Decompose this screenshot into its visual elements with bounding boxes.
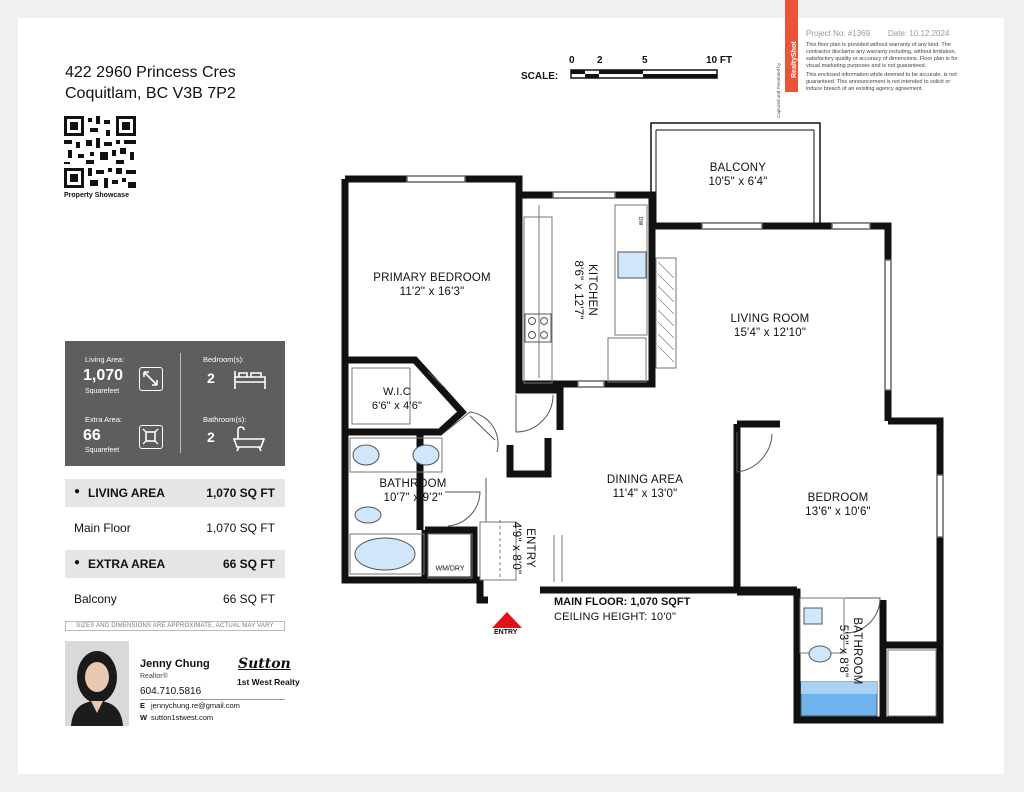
- brand-bar: [785, 0, 798, 92]
- bathtub-icon: [232, 426, 266, 452]
- main-floor-value: 1,070 SQ FT: [206, 521, 275, 535]
- disclaimer-1: This floor plan is provided without warr…: [806, 42, 958, 69]
- bedrooms-value: 2: [207, 370, 215, 386]
- scale-tick-2: 2: [597, 55, 603, 66]
- scale-tick-0: 0: [569, 55, 575, 66]
- sizes-disclaimer: SIZES AND DIMENSIONS ARE APPROXIMATE, AC…: [65, 621, 285, 631]
- email-label: E: [140, 701, 146, 710]
- project-number: Project No: #1369: [806, 29, 871, 38]
- bathrooms-value: 2: [207, 429, 215, 445]
- living-area-title: LIVING AREA: [88, 486, 165, 500]
- living-area-unit: Squarefeet: [85, 388, 120, 395]
- living-area-label: Living Area:: [85, 355, 125, 364]
- agent-email[interactable]: jennychung.re@gmail.com: [151, 701, 240, 710]
- brokerage-logo: Sutton: [238, 656, 291, 672]
- main-floor-label: Main Floor: [74, 521, 131, 535]
- scale-bar: [570, 69, 718, 79]
- qr-caption: Property Showcase: [64, 192, 129, 199]
- extra-area-title: EXTRA AREA: [88, 557, 166, 571]
- ceiling-height-info: CEILING HEIGHT: 10'0": [554, 611, 677, 623]
- dishwasher-label: DW: [637, 216, 643, 226]
- entry-marker-label: ENTRY: [494, 629, 518, 636]
- living-area-value: 1,070: [83, 367, 124, 384]
- agent-title: Realtor®: [140, 673, 168, 680]
- stats-divider: [180, 353, 181, 453]
- agent-phone[interactable]: 604.710.5816: [140, 686, 202, 697]
- bathrooms-label: Bathroom(s):: [203, 415, 247, 424]
- extra-area-total: 66 SQ FT: [222, 557, 275, 571]
- extra-area-value: 66: [83, 427, 101, 444]
- web-label: W: [140, 713, 148, 722]
- main-floor-row: Main Floor 1,070 SQ FT: [65, 516, 285, 542]
- project-date: Date: 10.12.2024: [888, 29, 950, 38]
- agent-divider: [140, 699, 285, 700]
- address-line-2: Coquitlam, BC V3B 7P2: [65, 85, 236, 102]
- extra-area-unit: Squarefeet: [85, 447, 120, 454]
- entry-arrow-icon: [492, 612, 522, 628]
- balcony-value: 66 SQ FT: [222, 592, 275, 606]
- bedrooms-label: Bedroom(s):: [203, 355, 245, 364]
- brokerage-name: 1st West Realty: [237, 677, 300, 687]
- extra-area-label: Extra Area:: [85, 415, 123, 424]
- qr-code-icon[interactable]: [64, 116, 136, 188]
- agent-website[interactable]: sutton1stwest.com: [151, 713, 214, 722]
- balcony-label: Balcony: [74, 592, 117, 606]
- room-wm-dry: WM/DRY: [435, 565, 465, 573]
- extra-area-header: ● EXTRA AREA 66 SQ FT: [65, 550, 285, 578]
- balcony-row: Balcony 66 SQ FT: [65, 587, 285, 613]
- agent-photo: [65, 641, 129, 726]
- disclaimer-2: This enclosed information while deemed t…: [806, 72, 957, 92]
- agent-name: Jenny Chung: [140, 658, 210, 670]
- scale-label: SCALE:: [521, 71, 559, 82]
- main-floor-info: MAIN FLOOR: 1,070 SQFT: [554, 596, 691, 608]
- stats-panel: Living Area: 1,070 Squarefeet Bedroom(s)…: [65, 341, 285, 466]
- bed-icon: [234, 371, 266, 389]
- expand-area-icon: [139, 367, 163, 391]
- extra-area-icon: [139, 425, 163, 449]
- scale-tick-5: 5: [642, 55, 648, 66]
- address-line-1: 422 2960 Princess Cres: [65, 64, 236, 81]
- scale-tick-10: 10 FT: [706, 55, 733, 66]
- living-area-total: 1,070 SQ FT: [206, 486, 275, 500]
- living-area-header: ● LIVING AREA 1,070 SQ FT: [65, 479, 285, 507]
